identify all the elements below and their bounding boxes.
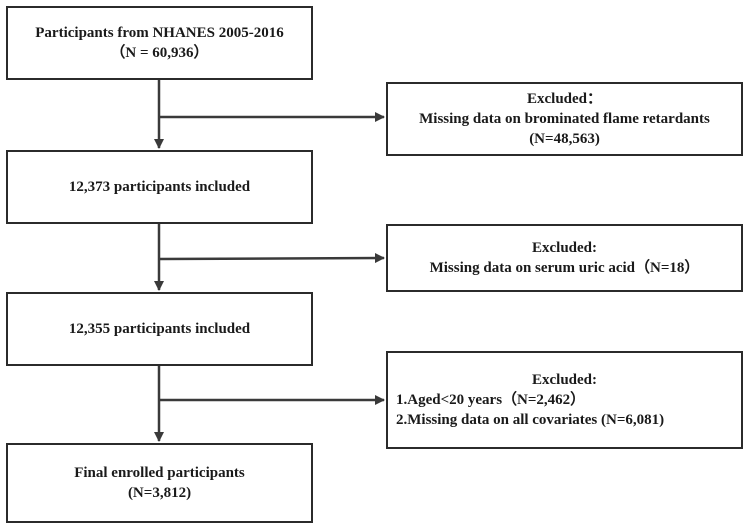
step3-label: 12,355 participants included bbox=[68, 321, 251, 337]
exclusion-3-item-1: 1.Aged<20 years（N=2,462） bbox=[396, 392, 586, 408]
exclusion-1-count: (N=48,563) bbox=[529, 131, 600, 147]
final-box: Final enrolled participants (N=3,812) bbox=[6, 443, 313, 523]
final-count: (N=3,812) bbox=[127, 485, 192, 501]
step2-box: 12,373 participants included bbox=[6, 150, 313, 224]
exclusion-2-heading: Excluded: bbox=[531, 240, 597, 256]
arrow-to-exclusion-2 bbox=[158, 253, 385, 264]
step3-box: 12,355 participants included bbox=[6, 292, 313, 366]
exclusion-3-item-2: 2.Missing data on all covariates (N=6,08… bbox=[396, 412, 665, 428]
exclusion-1-heading: Excluded： bbox=[526, 91, 602, 107]
exclusion-3-list: 1.Aged<20 years（N=2,462） 2.Missing data … bbox=[388, 390, 741, 430]
exclusion-box-3: Excluded: 1.Aged<20 years（N=2,462） 2.Mis… bbox=[386, 351, 743, 449]
exclusion-box-2: Excluded: Missing data on serum uric aci… bbox=[386, 224, 743, 292]
exclusion-1-reason: Missing data on brominated flame retarda… bbox=[419, 111, 710, 127]
final-title: Final enrolled participants bbox=[74, 465, 245, 481]
exclusion-box-1: Excluded： Missing data on brominated fla… bbox=[386, 82, 743, 156]
step2-label: 12,373 participants included bbox=[68, 179, 251, 195]
start-count: （N = 60,936） bbox=[110, 45, 209, 61]
exclusion-2-reason: Missing data on serum uric acid（N=18） bbox=[429, 260, 700, 276]
start-title: Participants from NHANES 2005-2016 bbox=[35, 25, 284, 41]
start-box: Participants from NHANES 2005-2016 （N = … bbox=[6, 6, 313, 80]
exclusion-3-heading: Excluded: bbox=[531, 372, 597, 388]
